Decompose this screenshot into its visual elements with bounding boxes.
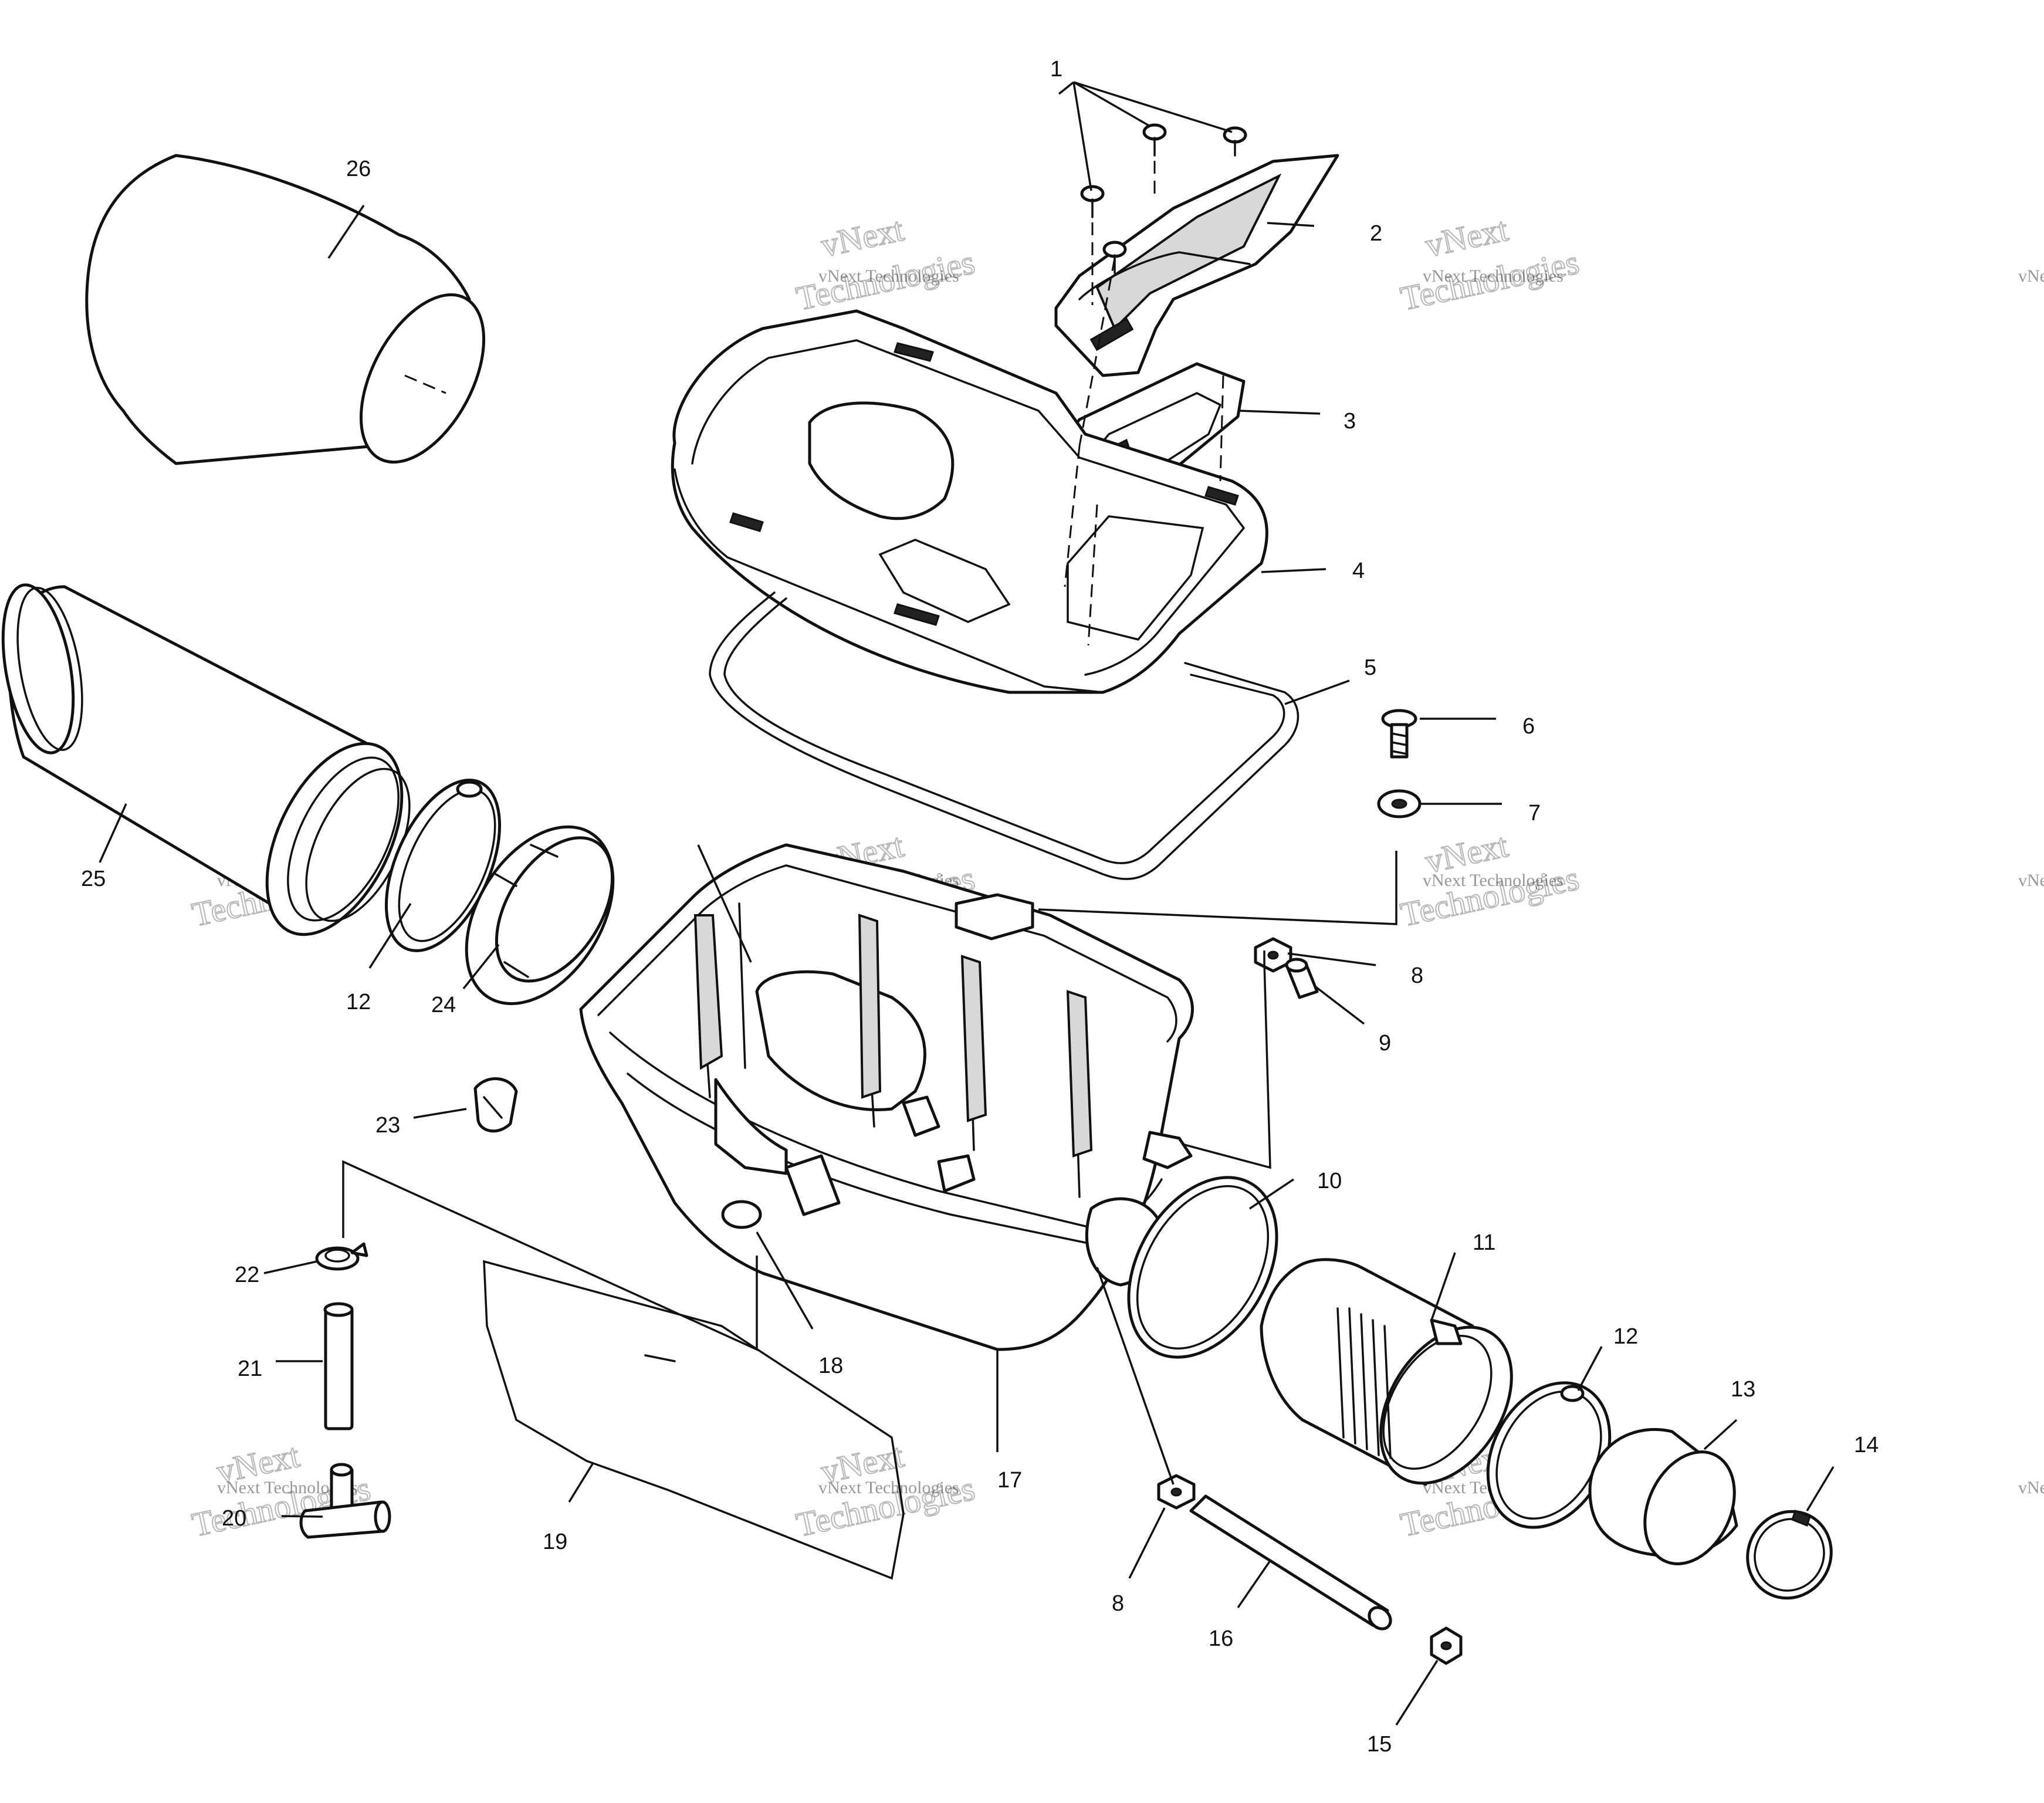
watermark-2-small: vNext Technologies bbox=[818, 266, 959, 286]
callout-21: 21 bbox=[238, 1357, 262, 1381]
watermark-edge-1: vNext Technologies bbox=[2018, 266, 2044, 286]
watermark-3: vNext Technologies bbox=[1397, 209, 1583, 319]
callout-12-upper: 12 bbox=[346, 990, 371, 1014]
part-19-bottom-plate bbox=[483, 1260, 905, 1580]
watermark-2: vNext Technologies bbox=[793, 209, 979, 319]
part-26-prefilter-sleeve bbox=[85, 154, 486, 465]
watermark-2-big-line1: vNext bbox=[818, 210, 907, 265]
part-23-clip bbox=[473, 1077, 518, 1133]
part-11-outlet-tube bbox=[1260, 1258, 1513, 1486]
part-6-screw bbox=[1381, 709, 1417, 759]
part-9-spacer bbox=[1285, 958, 1319, 999]
callout-15: 15 bbox=[1367, 1732, 1392, 1757]
watermark-3-big-line1: vNext bbox=[1422, 210, 1511, 265]
callout-25: 25 bbox=[81, 867, 106, 891]
callout-5: 5 bbox=[1364, 655, 1376, 680]
watermark-8-small: vNext Technologies bbox=[818, 1478, 959, 1497]
callout-10: 10 bbox=[1317, 1169, 1342, 1193]
part-4-airbox-cover bbox=[671, 309, 1268, 694]
callout-8-upper: 8 bbox=[1411, 963, 1423, 988]
leader-lines bbox=[99, 81, 1835, 1726]
watermark-6-big-line2: Technologies bbox=[1397, 859, 1582, 934]
alignment-lines-top bbox=[1064, 141, 1224, 646]
callout-labels: 1 2 3 4 5 6 7 8 9 10 11 12 13 14 15 16 1… bbox=[81, 57, 1879, 1757]
callout-11: 11 bbox=[1473, 1230, 1495, 1255]
part-15-nut bbox=[1430, 1626, 1463, 1665]
callout-24: 24 bbox=[431, 993, 456, 1017]
callout-19: 19 bbox=[543, 1530, 567, 1554]
part-25-air-filter bbox=[1, 583, 411, 936]
callout-14: 14 bbox=[1854, 1433, 1879, 1457]
part-8-nut-lower bbox=[1157, 1474, 1196, 1510]
callout-13: 13 bbox=[1731, 1377, 1755, 1402]
part-10-oring bbox=[1127, 1176, 1278, 1359]
watermark-6-small: vNext Technologies bbox=[1423, 871, 1564, 890]
part-7-washer bbox=[1377, 789, 1422, 818]
callout-2: 2 bbox=[1370, 221, 1382, 246]
callout-1: 1 bbox=[1050, 57, 1062, 82]
part-16-rod bbox=[1189, 1494, 1392, 1631]
watermark-edge-3: vNext Technologies bbox=[2018, 1478, 2044, 1497]
callout-23: 23 bbox=[375, 1113, 400, 1138]
part-20-tee-fitting bbox=[299, 1463, 391, 1539]
callout-17: 17 bbox=[997, 1468, 1022, 1493]
callout-26: 26 bbox=[346, 157, 371, 181]
part-24-adapter-ring bbox=[465, 825, 615, 1006]
callout-7: 7 bbox=[1528, 801, 1541, 826]
callout-6: 6 bbox=[1522, 714, 1535, 739]
callout-20: 20 bbox=[222, 1506, 246, 1531]
part-22-clamp bbox=[315, 1242, 368, 1271]
callout-18: 18 bbox=[818, 1354, 843, 1378]
callout-4: 4 bbox=[1352, 559, 1365, 583]
part-14-clamp-ring bbox=[1746, 1510, 1833, 1600]
callout-8-lower: 8 bbox=[1112, 1591, 1124, 1616]
part-5-airbox-seal bbox=[709, 591, 1300, 880]
part-13-boot bbox=[1588, 1427, 1738, 1565]
callout-9: 9 bbox=[1379, 1031, 1391, 1056]
callout-16: 16 bbox=[1209, 1626, 1233, 1651]
callout-3: 3 bbox=[1344, 409, 1356, 434]
watermark-edge-2: vNext Technologies bbox=[2018, 871, 2044, 890]
callout-12-lower: 12 bbox=[1613, 1324, 1638, 1349]
callout-22: 22 bbox=[235, 1263, 259, 1287]
part-2-intake-duct bbox=[1054, 154, 1339, 377]
watermark-3-small: vNext Technologies bbox=[1423, 266, 1564, 286]
part-21-drain-tube bbox=[323, 1302, 354, 1430]
part-18-grommet bbox=[721, 1200, 762, 1229]
part-17-airbox bbox=[579, 843, 1194, 1351]
